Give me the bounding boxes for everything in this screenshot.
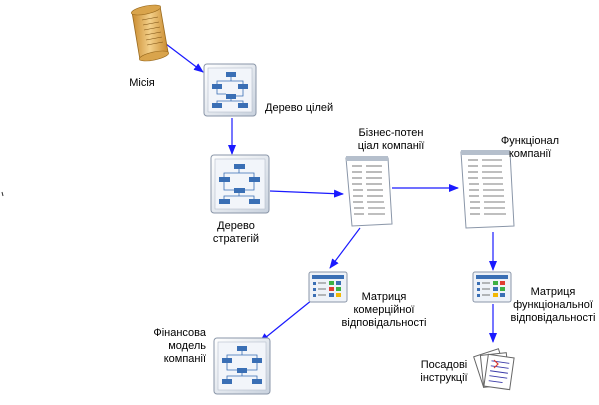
matrix-icon-functional — [472, 271, 512, 303]
edge-strategies-potential — [269, 189, 344, 198]
edge-potential-commercial — [329, 227, 361, 269]
connectors — [165, 43, 497, 343]
list-document-icon-potential — [345, 156, 393, 227]
left-mark — [1, 191, 4, 197]
label-strategy-tree: Дерево стратегій — [212, 220, 260, 245]
label-commercial-matrix: Матриця комерційної відповідальності — [341, 291, 427, 329]
label-functional-matrix: Матриця функціональної відповідальності — [510, 286, 596, 324]
matrix-icon-commercial — [308, 271, 348, 303]
label-goal-tree: Дерево цілей — [265, 102, 334, 114]
label-functional: Функціонал компанії — [500, 135, 560, 160]
org-chart-icon-strategies — [210, 154, 270, 214]
label-financial-model: Фінансова модель компанії — [153, 327, 206, 365]
org-chart-icon-financial — [213, 337, 271, 395]
list-document-icon-functional — [460, 150, 515, 229]
label-business-potential: Бізнес-потен ціал компанії — [357, 127, 425, 152]
documents-stack-icon — [473, 348, 515, 391]
label-mission: Місія — [129, 77, 155, 89]
label-job-descriptions: Посадові інструкції — [420, 359, 468, 384]
scroll-icon — [131, 4, 169, 62]
edge-commercial-financial — [259, 299, 313, 343]
org-chart-icon-goals — [203, 63, 257, 117]
edge-mission-goals — [165, 43, 204, 73]
